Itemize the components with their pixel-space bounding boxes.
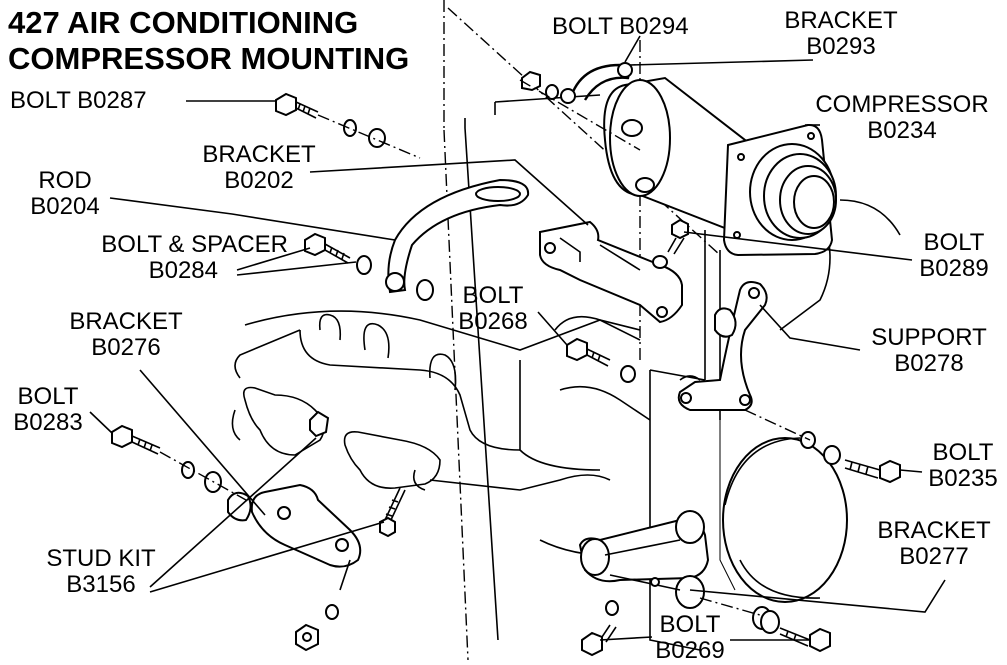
leader-lines xyxy=(89,35,946,641)
label-bolt-spacer-b0284: BOLT & SPACER B0284 xyxy=(101,231,288,284)
compressor-drawing xyxy=(603,76,837,257)
bracket-b0276-drawing xyxy=(227,410,362,568)
label-rod-b0204: ROD B0204 xyxy=(30,167,100,220)
label-support-b0278: SUPPORT B0278 xyxy=(871,324,987,377)
label-bolt-b0268: BOLT B0268 xyxy=(458,282,528,335)
panel-outlines xyxy=(443,0,736,661)
label-bolt-b0283: BOLT B0283 xyxy=(13,383,83,436)
label-bracket-b0276: BRACKET B0276 xyxy=(69,308,183,361)
bolt-b0283-hardware xyxy=(111,424,256,506)
bracket-b0277-drawing xyxy=(578,510,710,609)
bolt-b0287-hardware xyxy=(275,92,421,159)
manifold-drawing xyxy=(231,386,441,491)
label-bracket-b0202: BRACKET B0202 xyxy=(202,141,316,194)
support-b0278-drawing xyxy=(677,281,768,411)
bolt-b0269-hardware xyxy=(581,597,831,657)
label-bolt-b0289: BOLT B0289 xyxy=(919,229,989,282)
label-stud-kit-b3156: STUD KIT B3156 xyxy=(46,545,156,598)
bolt-spacer-b0284-hardware xyxy=(304,232,372,275)
label-bracket-b0293: BRACKET B0293 xyxy=(784,7,898,60)
rod-b0204-drawing xyxy=(385,178,530,301)
bolt-b0268-hardware xyxy=(566,337,636,383)
label-bolt-b0287: BOLT B0287 xyxy=(10,87,147,114)
page-title-line-2: COMPRESSOR MOUNTING xyxy=(8,41,410,76)
bolt-b0294-hardware xyxy=(519,70,641,151)
label-bolt-b0235: BOLT B0235 xyxy=(928,439,998,492)
stud-kit-b3156-hardware xyxy=(295,487,406,652)
strap-bracket-drawing xyxy=(560,62,633,104)
label-bolt-b0294: BOLT B0294 xyxy=(552,13,689,40)
bolt-b0235-hardware xyxy=(744,409,901,484)
label-compressor-b0234: COMPRESSOR B0234 xyxy=(815,91,989,144)
bolt-b0289-hardware xyxy=(652,218,689,269)
label-bracket-b0277: BRACKET B0277 xyxy=(877,517,991,570)
label-bolt-b0269: BOLT B0269 xyxy=(655,611,725,664)
page-title-line-1: 427 AIR CONDITIONING xyxy=(8,5,359,40)
crank-pulley-drawing xyxy=(722,437,848,603)
bracket-b0202-drawing xyxy=(539,220,683,324)
